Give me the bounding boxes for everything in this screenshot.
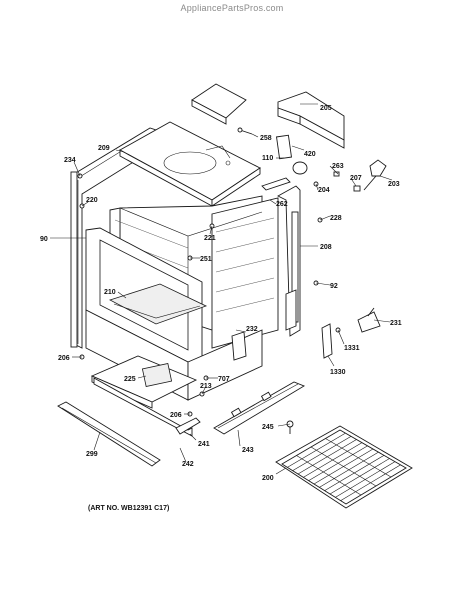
callout-258: 258 xyxy=(260,135,272,142)
drawer-rail xyxy=(213,381,306,435)
rack-crossbar xyxy=(325,438,392,478)
callout-263: 263 xyxy=(332,163,344,170)
callout-labels: 205 258 420 110 209 234 263 207 204 203 … xyxy=(40,105,402,482)
callout-1331: 1331 xyxy=(344,345,360,352)
callout-210: 210 xyxy=(104,289,116,296)
source-watermark: AppliancePartsPros.com xyxy=(180,3,284,13)
callout-420: 420 xyxy=(304,151,316,158)
kick-panel xyxy=(57,401,161,467)
callout-90: 90 xyxy=(40,236,48,243)
leader-lines xyxy=(50,103,393,475)
callout-110: 110 xyxy=(262,155,273,162)
cooktop-top xyxy=(119,121,261,207)
callout-231: 231 xyxy=(390,320,402,327)
callout-251: 251 xyxy=(200,256,212,263)
callout-205: 205 xyxy=(320,105,332,112)
maintop-lid xyxy=(191,83,247,125)
callout-204: 204 xyxy=(318,187,330,194)
callout-242: 242 xyxy=(182,461,194,468)
callout-203: 203 xyxy=(388,181,400,188)
callout-262: 262 xyxy=(276,201,288,208)
rack-crossbar xyxy=(310,446,377,487)
callout-232: 232 xyxy=(246,326,258,333)
callout-1330: 1330 xyxy=(330,369,346,376)
callout-225: 225 xyxy=(124,376,136,383)
callout-228: 228 xyxy=(330,215,342,222)
left-side-panel xyxy=(70,127,157,349)
callout-243: 243 xyxy=(242,447,254,454)
callout-206-bottom: 206 xyxy=(170,412,182,419)
callout-221: 221 xyxy=(204,235,216,242)
callout-241: 241 xyxy=(198,441,210,448)
callout-234: 234 xyxy=(64,157,76,164)
rack-crossbar xyxy=(296,455,362,496)
callout-92: 92 xyxy=(330,283,338,290)
callout-206-left: 206 xyxy=(58,355,70,362)
callout-245: 245 xyxy=(262,424,274,431)
bottom-trim xyxy=(93,377,201,437)
callout-200: 200 xyxy=(262,475,274,482)
callout-299: 299 xyxy=(86,451,98,458)
art-number: (ART NO. WB12391 C17) xyxy=(88,505,170,512)
backsplash-panel xyxy=(277,91,345,149)
callout-213: 213 xyxy=(200,383,212,390)
oven-rack xyxy=(275,425,413,509)
callout-208: 208 xyxy=(320,244,332,251)
callout-209: 209 xyxy=(98,145,110,152)
bottom-drawer-pan xyxy=(90,355,198,409)
callout-220: 220 xyxy=(86,197,98,204)
callout-707: 707 xyxy=(218,376,230,383)
callout-207: 207 xyxy=(350,175,362,182)
